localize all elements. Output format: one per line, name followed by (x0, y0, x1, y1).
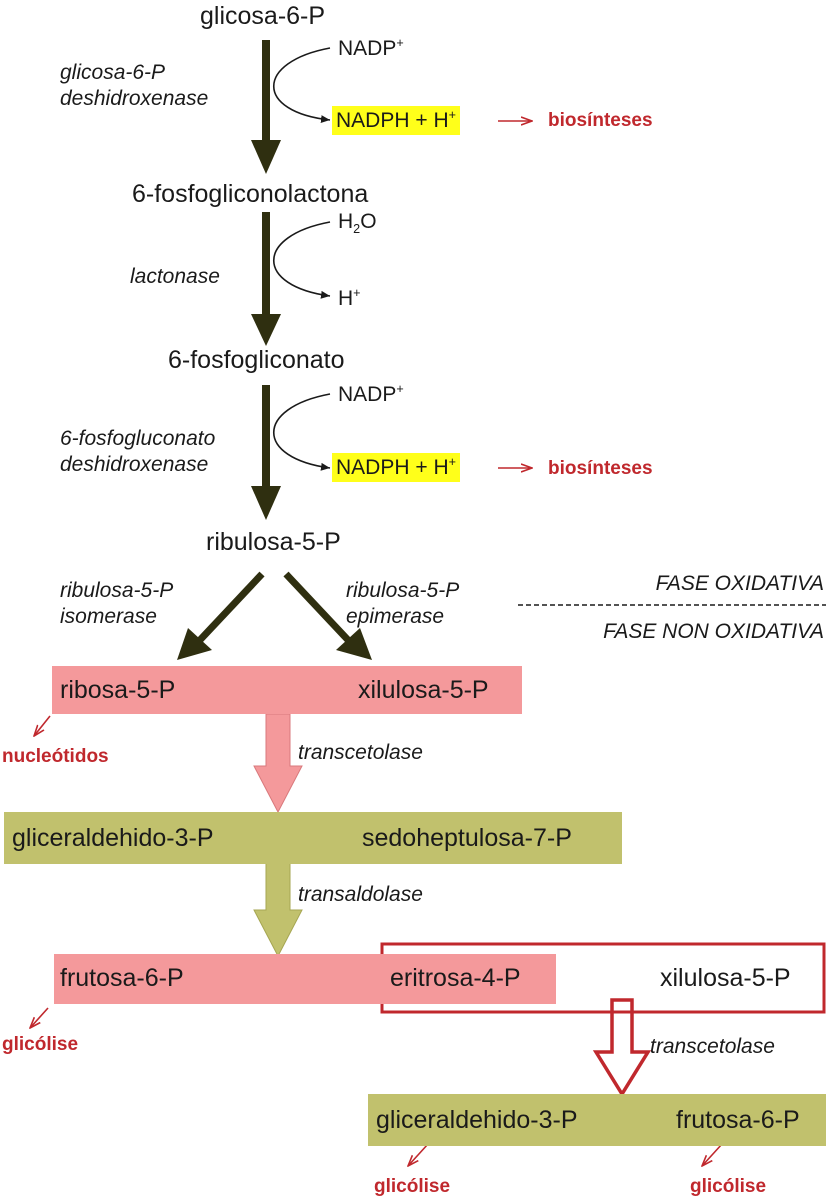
enzyme-lactonase: lactonase (130, 265, 220, 288)
metabolite-fructose-6-phosphate-2: frutosa-6-P (676, 1106, 800, 1134)
metabolite-6-phosphogluconolactone: 6-fosfogliconolactona (132, 180, 369, 208)
main-arrow-1 (251, 40, 281, 174)
metabolite-fructose-6-phosphate-1: frutosa-6-P (60, 964, 184, 992)
block-arrow-transaldolase (253, 859, 303, 958)
box-ribose-xylulose (52, 666, 522, 714)
metabolite-xylulose-5-phosphate-2: xilulosa-5-P (660, 964, 791, 992)
box-gap-s7p (4, 812, 622, 864)
enzyme-epimerase-line2: epimerase (346, 605, 445, 628)
output-biosynthesis-1: biosínteses (548, 110, 653, 131)
block-arrow-transketolase-2 (592, 998, 652, 1098)
output-glycolysis-2: glicólise (374, 1176, 451, 1197)
cofactor-nadp-1: NADP+ (338, 36, 404, 60)
output-biosynthesis-2: biosínteses (548, 458, 653, 479)
enzyme-transketolase-2: transcetolase (650, 1035, 775, 1058)
cofactor-nadph-2: NADPH + H+ (332, 453, 460, 482)
phase-oxidative-label: FASE OXIDATIVA (655, 572, 824, 595)
cofactor-nadp-2: NADP+ (338, 382, 404, 406)
curve-nadp-1 (273, 47, 331, 124)
metabolite-ribose-5-phosphate: ribosa-5-P (60, 676, 176, 704)
metabolite-glyceraldehyde-3-phosphate-1: gliceraldehido-3-P (12, 824, 214, 852)
box-f6p-e4p (54, 954, 556, 1004)
enzyme-isomerase-line2: isomerase (60, 605, 157, 628)
cofactor-nadph-1: NADPH + H+ (332, 106, 460, 135)
enzyme-isomerase-line1: ribulosa-5-P (60, 579, 174, 602)
metabolite-glucose-6-phosphate: glicosa-6-P (200, 2, 326, 30)
enzyme-6pgdh-line2: deshidroxenase (60, 453, 209, 476)
arrow-to-glycolysis-1 (30, 1007, 49, 1028)
enzyme-6pgdh: 6-fosfogluconato deshidroxenase (60, 426, 215, 478)
branch-arrow-left (177, 571, 265, 660)
enzyme-g6pdh: glicosa-6-P deshidroxenase (60, 60, 208, 112)
arrow-to-glycolysis-2 (408, 1143, 429, 1166)
curve-h2o (273, 221, 331, 299)
enzyme-6pgdh-line1: 6-fosfogluconato (60, 427, 216, 450)
branch-arrow-right (283, 571, 372, 660)
output-glycolysis-3: glicólise (690, 1176, 767, 1197)
phase-non-oxidative-label: FASE NON OXIDATIVA (603, 620, 824, 643)
enzyme-transketolase-1: transcetolase (298, 741, 423, 764)
main-arrow-2 (251, 212, 281, 346)
enzyme-g6pdh-line1: glicosa-6-P (60, 61, 166, 84)
arrow-to-nucleotides (34, 715, 51, 736)
metabolite-6-phosphogluconate: 6-fosfogliconato (168, 346, 345, 374)
metabolite-xylulose-5-phosphate-1: xilulosa-5-P (358, 676, 489, 704)
cofactor-water: H2O (338, 210, 377, 237)
block-arrow-transketolase-1 (253, 713, 303, 814)
metabolite-erythrose-4-phosphate: eritrosa-4-P (390, 964, 521, 992)
arrow-to-glycolysis-3 (702, 1143, 723, 1166)
enzyme-epimerase: ribulosa-5-P epimerase (346, 578, 459, 630)
metabolite-ribulose-5-phosphate: ribulosa-5-P (206, 528, 341, 556)
box-gap-f6p (368, 1094, 826, 1146)
enzyme-isomerase: ribulosa-5-P isomerase (60, 578, 173, 630)
enzyme-transaldolase: transaldolase (298, 883, 423, 906)
metabolite-glyceraldehyde-3-phosphate-2: gliceraldehido-3-P (376, 1106, 578, 1134)
cofactor-proton: H+ (338, 286, 361, 310)
metabolite-sedoheptulose-7-phosphate: sedoheptulosa-7-P (362, 824, 572, 852)
enzyme-g6pdh-line2: deshidroxenase (60, 87, 209, 110)
enzyme-epimerase-line1: ribulosa-5-P (346, 579, 460, 602)
output-glycolysis-1: glicólise (2, 1034, 79, 1055)
output-nucleotides: nucleótidos (2, 746, 109, 767)
main-arrow-3 (251, 385, 281, 520)
curve-nadp-2 (273, 393, 331, 471)
